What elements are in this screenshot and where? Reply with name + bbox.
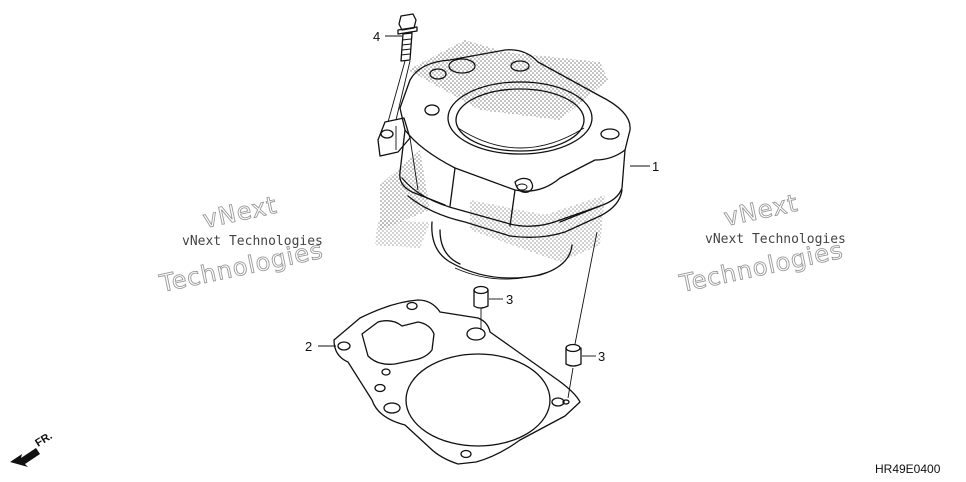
watermark-right: vNext Technologies vNext Technologies [676,188,846,298]
watermark-left-small: vNext Technologies [182,234,323,249]
bolt-part[interactable] [387,13,418,123]
callout-1: 1 [652,159,659,174]
callout-3-upper: 3 [506,292,513,307]
callout-2: 2 [305,339,312,354]
watermark-left-big-1: vNext [200,191,279,234]
gasket-part[interactable] [333,299,581,465]
watermark-right-big-1: vNext [721,189,800,232]
callout-4: 4 [373,29,380,44]
watermark-left: vNext Technologies vNext Technologies [156,190,326,298]
callout-3-lower: 3 [598,349,605,364]
cylinder-part[interactable] [375,40,631,280]
front-marker-label: FR. [33,430,54,450]
front-arrow-icon [10,448,40,467]
leader-lines [318,35,650,357]
watermark-right-small: vNext Technologies [705,232,846,247]
front-direction-marker: FR. [10,430,55,467]
diagram-code: HR49E0400 [875,462,941,476]
dowel-pin-right[interactable] [565,231,598,399]
